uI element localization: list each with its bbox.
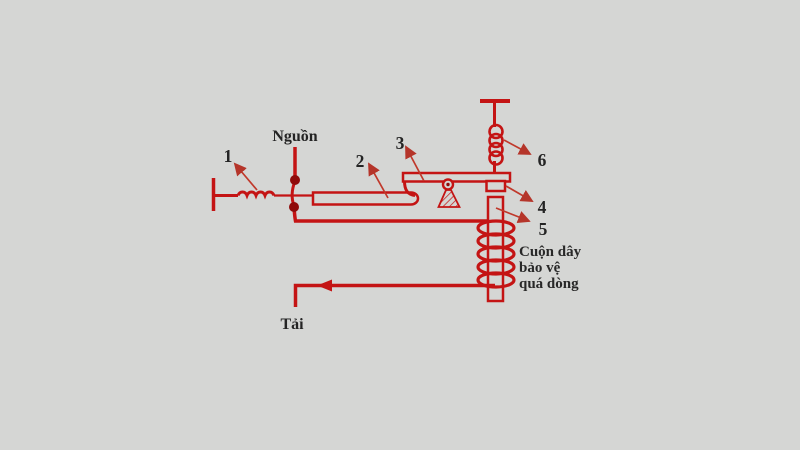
switch-contact-dot-bottom	[289, 202, 299, 212]
overcurrent-coil-caption: Cuộn dây bảo vệ quá dòng	[519, 244, 582, 292]
pivot-support-wedge	[437, 189, 461, 208]
callout-4-label: 4	[538, 197, 547, 217]
load-wire	[293, 283, 495, 307]
coil-caption-line-2: bảo vệ	[519, 260, 561, 276]
leader-arrow-3	[405, 145, 425, 182]
tension-spring	[488, 123, 504, 166]
contact-tab	[485, 179, 507, 193]
leader-arrow-1	[233, 162, 258, 191]
leader-arrow-5	[495, 207, 531, 223]
callout-6-label: 6	[538, 150, 547, 170]
contact-blade-bar	[311, 191, 420, 206]
callout-3-label: 3	[396, 133, 405, 153]
callout-5-label: 5	[539, 219, 548, 239]
overcurrent-coil	[476, 219, 516, 289]
leader-arrow-2	[368, 162, 389, 199]
coil-caption-line-1: Cuộn dây	[519, 244, 582, 260]
series-coil-1	[236, 190, 276, 200]
latch-hook	[403, 180, 416, 197]
source-label: Nguồn	[272, 128, 317, 145]
leader-arrow-6	[503, 139, 532, 155]
callout-2-label: 2	[356, 151, 365, 171]
switch-contact-dot-top	[290, 175, 300, 185]
coil-caption-line-3: quá dòng	[519, 276, 579, 292]
pivot-center-dot	[446, 182, 450, 187]
leader-arrow-4	[505, 185, 534, 202]
armature-bar	[401, 171, 512, 183]
load-label: Tải	[280, 316, 304, 333]
callout-1-label: 1	[224, 146, 233, 166]
current-direction-arrow	[317, 279, 332, 292]
source-to-coil-wire	[292, 206, 496, 223]
